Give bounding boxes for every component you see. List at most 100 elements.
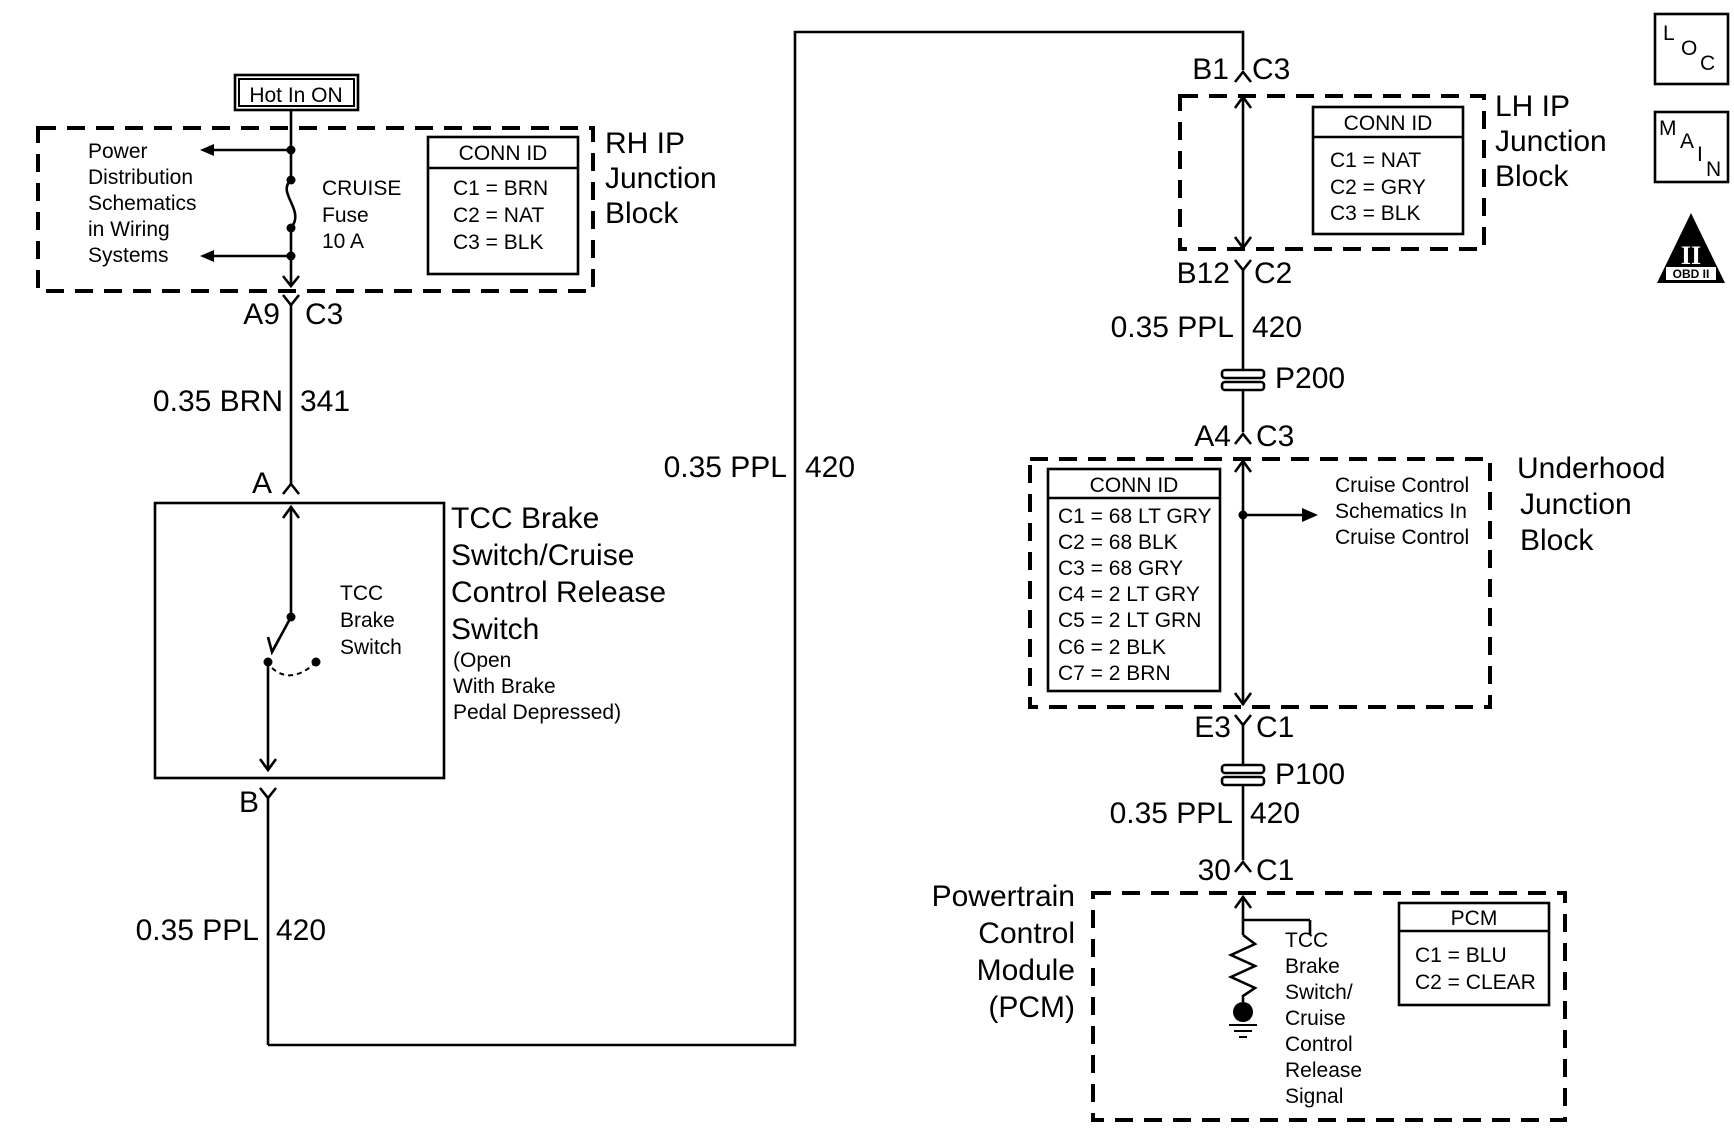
svg-text:Release: Release bbox=[1285, 1059, 1362, 1082]
wire-label-ppl-420-left: 0.35 PPL 420 bbox=[136, 914, 327, 947]
underhood-junction-block-name: Underhood Junction Block bbox=[1517, 452, 1665, 557]
uh-conn-row: C4 = 2 LT GRY bbox=[1058, 583, 1200, 606]
svg-text:C1: C1 bbox=[1256, 711, 1294, 744]
svg-text:(PCM): (PCM) bbox=[988, 991, 1075, 1024]
arrow-left-icon bbox=[200, 144, 214, 156]
svg-text:Junction: Junction bbox=[605, 162, 717, 195]
svg-text:0.35 PPL: 0.35 PPL bbox=[1111, 311, 1234, 344]
svg-text:Control: Control bbox=[1285, 1033, 1353, 1056]
wire-label-ppl-420-lh: 0.35 PPL 420 bbox=[1111, 311, 1303, 344]
svg-text:C2: C2 bbox=[1254, 257, 1292, 290]
svg-text:LH IP: LH IP bbox=[1495, 90, 1570, 123]
svg-text:Block: Block bbox=[605, 197, 679, 230]
svg-text:A: A bbox=[1680, 130, 1694, 153]
svg-text:Brake: Brake bbox=[340, 609, 395, 632]
lh-ip-junction-block-name: LH IP Junction Block bbox=[1495, 90, 1607, 193]
wire-label-ppl-420-middle: 0.35 PPL 420 bbox=[664, 451, 856, 484]
svg-text:TCC: TCC bbox=[1285, 929, 1328, 952]
svg-text:Switch/Cruise: Switch/Cruise bbox=[451, 539, 634, 572]
svg-text:C: C bbox=[1700, 52, 1715, 75]
loc-icon[interactable]: L O C bbox=[1653, 12, 1730, 86]
underhood-junction-block-outline bbox=[1028, 457, 1492, 709]
svg-text:C1: C1 bbox=[1256, 854, 1294, 887]
pcm-name: Powertrain Control Module (PCM) bbox=[932, 880, 1075, 1024]
svg-text:Module: Module bbox=[977, 954, 1075, 987]
lh-conn-row: C2 = GRY bbox=[1330, 176, 1426, 199]
arrow-right-icon bbox=[1302, 508, 1318, 522]
uh-conn-row: C6 = 2 BLK bbox=[1058, 636, 1166, 659]
resistor-icon bbox=[1227, 933, 1259, 1002]
svg-text:Cruise: Cruise bbox=[1285, 1007, 1346, 1030]
power-dist-line-1: Power bbox=[88, 140, 148, 163]
svg-text:A9: A9 bbox=[243, 298, 280, 331]
lh-conn-row: C3 = BLK bbox=[1330, 202, 1420, 225]
svg-text:Junction: Junction bbox=[1520, 488, 1632, 521]
power-dist-line-4: in Wiring bbox=[88, 218, 170, 241]
uh-conn-id-table: CONN ID C1 = 68 LT GRY C2 = 68 BLK C3 = … bbox=[1046, 467, 1222, 693]
svg-text:C3: C3 bbox=[305, 298, 343, 331]
lh-conn-id-table: CONN ID C1 = NAT C2 = GRY C3 = BLK bbox=[1311, 105, 1465, 236]
wire-label-ppl-420-pcm: 0.35 PPL 420 bbox=[1110, 797, 1301, 830]
wire-label-brn-341: 0.35 BRN 341 bbox=[153, 385, 350, 418]
lh-ip-junction-block-outline bbox=[1178, 94, 1486, 251]
power-dist-line-2: Distribution bbox=[88, 166, 193, 189]
pcm-conn-row: C1 = BLU bbox=[1415, 944, 1507, 967]
svg-text:II: II bbox=[1681, 241, 1701, 270]
connector-b12-c2: B12 C2 bbox=[1177, 257, 1292, 370]
svg-text:0.35 PPL: 0.35 PPL bbox=[1110, 797, 1233, 830]
rh-conn-row: C1 = BRN bbox=[453, 177, 548, 200]
svg-text:M: M bbox=[1659, 117, 1677, 140]
svg-text:Switch: Switch bbox=[340, 636, 402, 659]
tcc-brake-switch-contacts: TCC Brake Switch bbox=[258, 504, 402, 773]
svg-text:P200: P200 bbox=[1275, 362, 1345, 395]
uh-conn-id-title: CONN ID bbox=[1090, 474, 1179, 497]
rh-conn-id-table: CONN ID C1 = BRN C2 = NAT C3 = BLK bbox=[426, 135, 580, 276]
svg-text:Powertrain: Powertrain bbox=[932, 880, 1075, 913]
svg-text:N: N bbox=[1706, 158, 1721, 181]
svg-text:E3: E3 bbox=[1194, 711, 1231, 744]
connector-b: B bbox=[239, 786, 278, 1045]
svg-text:L: L bbox=[1663, 22, 1675, 45]
svg-text:420: 420 bbox=[1252, 311, 1302, 344]
svg-text:C3: C3 bbox=[1256, 420, 1294, 453]
uh-conn-row: C1 = 68 LT GRY bbox=[1058, 505, 1212, 528]
svg-text:0.35 BRN: 0.35 BRN bbox=[153, 385, 283, 418]
svg-text:B1: B1 bbox=[1192, 53, 1229, 86]
connector-a9-c3: A9 C3 bbox=[243, 294, 343, 484]
uh-conn-row: C5 = 2 LT GRN bbox=[1058, 609, 1201, 632]
svg-text:Switch/: Switch/ bbox=[1285, 981, 1353, 1004]
hot-in-on-label: Hot In ON bbox=[233, 73, 360, 112]
svg-text:420: 420 bbox=[1250, 797, 1300, 830]
pcm-pullup-resistor bbox=[1227, 894, 1312, 1038]
power-dist-line-5: Systems bbox=[88, 244, 169, 267]
svg-text:B12: B12 bbox=[1177, 257, 1230, 290]
svg-text:Block: Block bbox=[1520, 524, 1594, 557]
rh-ip-junction-block-outline bbox=[36, 126, 595, 293]
splice-p100: P100 bbox=[1220, 758, 1345, 860]
tcc-brake-switch-outline bbox=[153, 501, 446, 780]
svg-text:0.35 PPL: 0.35 PPL bbox=[664, 451, 787, 484]
svg-text:Block: Block bbox=[1495, 160, 1569, 193]
svg-text:A4: A4 bbox=[1194, 420, 1231, 453]
lh-ip-internal-wire bbox=[1233, 94, 1253, 251]
connector-a: A bbox=[252, 467, 301, 500]
arrow-left-icon bbox=[200, 250, 214, 262]
svg-text:Brake: Brake bbox=[1285, 955, 1340, 978]
main-icon[interactable]: M A I N bbox=[1653, 110, 1730, 184]
uh-conn-row: C3 = 68 GRY bbox=[1058, 557, 1183, 580]
svg-text:A: A bbox=[252, 467, 272, 500]
svg-text:Schematics In: Schematics In bbox=[1335, 500, 1467, 523]
svg-text:Cruise Control: Cruise Control bbox=[1335, 474, 1469, 497]
svg-text:With Brake: With Brake bbox=[453, 675, 556, 698]
rh-conn-row: C3 = BLK bbox=[453, 231, 543, 254]
power-dist-line-3: Schematics bbox=[88, 192, 197, 215]
hot-in-on-text: Hot In ON bbox=[249, 84, 342, 107]
svg-text:O: O bbox=[1681, 37, 1697, 60]
pcm-signal-label: TCC Brake Switch/ Cruise Control Release… bbox=[1285, 929, 1362, 1108]
lh-conn-id-title: CONN ID bbox=[1344, 112, 1433, 135]
svg-text:Signal: Signal bbox=[1285, 1085, 1343, 1108]
power-distribution-reference: Power Distribution Schematics in Wiring … bbox=[88, 140, 197, 267]
tcc-brake-switch-name: TCC Brake Switch/Cruise Control Release … bbox=[451, 502, 666, 724]
connector-a4-c3: A4 C3 bbox=[1194, 420, 1294, 453]
obd-ii-icon[interactable]: II OBD II bbox=[1657, 213, 1725, 283]
